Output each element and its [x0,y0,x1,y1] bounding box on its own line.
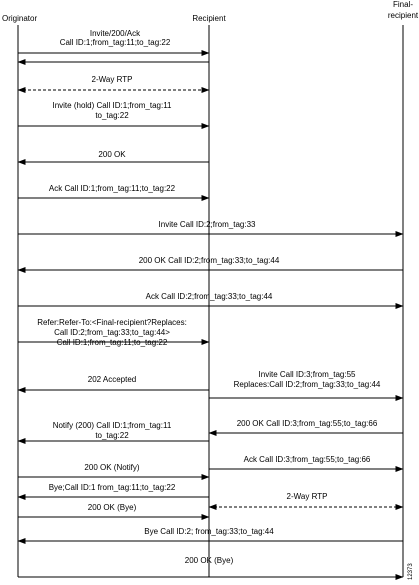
message-14: 200 OK (Notify) [18,463,210,480]
message-label: Ack Call ID:3;from_tag:55;to_tag:66 [244,455,371,464]
message-15: Ack Call ID:3;from_tag:55;to_tag:66 [209,455,404,472]
message-4: 200 OK [17,150,209,165]
message-10: 202 Accepted [17,375,209,393]
message-label: 200 OK (Notify) [84,463,139,472]
message-label: Notify (200) Call ID:1;from_tag:11 [53,421,172,430]
participant-label: Originator [2,14,37,23]
message-11: Invite Call ID:3;from_tag:55Replaces:Cal… [209,370,404,401]
message-label: Bye Call ID:2; from_tag:33;to_tag:44 [144,527,274,536]
participant-final: Final-recipient [388,0,419,577]
message-label: Ack Call ID:1;from_tag:11;to_tag:22 [49,184,176,193]
message-16: Bye;Call ID:1 from_tag:11;to_tag:22 [17,483,209,500]
message-6: Invite Call ID:2;from_tag:33 [18,220,404,237]
message-label: Refer:Refer-To:<Final-recipient?Replaces… [37,318,187,327]
figure-id: 12373 [408,563,414,580]
message-label: to_tag:22 [95,111,129,120]
message-20: 200 OK (Bye) [18,556,404,580]
message-label: 200 OK Call ID:3;from_tag:55;to_tag:66 [237,419,378,428]
message-3: Invite (hold) Call ID:1;from_tag:11to_ta… [18,101,210,129]
message-9: Refer:Refer-To:<Final-recipient?Replaces… [18,318,210,347]
message-label: Call ID:1;from_tag:11;to_tag:22 [57,338,168,347]
message-12: Notify (200) Call ID:1;from_tag:11to_tag… [17,421,209,444]
participant-recipient: Recipient [192,14,226,577]
message-label: 200 OK [98,150,126,159]
message-13: 200 OK Call ID:3;from_tag:55;to_tag:66 [208,419,403,436]
message-label: 2-Way RTP [92,75,133,84]
message-17: 2-Way RTP [208,492,404,510]
message-label: Replaces:Call ID:2;from_tag:33;to_tag:44 [234,380,381,389]
message-label: Call ID:1;from_tag:11;to_tag:22 [60,38,171,47]
message-19: Bye Call ID:2; from_tag:33;to_tag:44 [17,527,403,544]
participant-originator: Originator [2,14,37,577]
message-label: to_tag:22 [95,431,129,440]
message-label: 200 OK (Bye) [88,503,137,512]
message-label: 2-Way RTP [287,492,328,501]
message-label: 200 OK Call ID:2;from_tag:33;to_tag:44 [139,256,280,265]
message-7: 200 OK Call ID:2;from_tag:33;to_tag:44 [17,256,403,273]
participant-label: recipient [388,11,419,20]
message-label: 202 Accepted [88,375,136,384]
message-18: 200 OK (Bye) [18,503,210,520]
participant-label: Recipient [192,14,226,23]
message-label: Invite Call ID:2;from_tag:33 [159,220,256,229]
message-label: Invite (hold) Call ID:1;from_tag:11 [52,101,172,110]
message-2: 2-Way RTP [17,75,210,93]
message-label: Bye;Call ID:1 from_tag:11;to_tag:22 [49,483,176,492]
message-label: Invite/200/Ack [90,29,141,38]
message-8: Ack Call ID:2;from_tag:33;to_tag:44 [18,292,404,309]
message-label: Call ID:2;from_tag:33;to_tag:44> [54,328,170,337]
message-label: Ack Call ID:2;from_tag:33;to_tag:44 [146,292,273,301]
participant-label: Final- [393,0,413,9]
message-label: 200 OK (Bye) [185,556,234,565]
message-label: Invite Call ID:3;from_tag:55 [259,370,356,379]
message-5: Ack Call ID:1;from_tag:11;to_tag:22 [18,184,210,201]
